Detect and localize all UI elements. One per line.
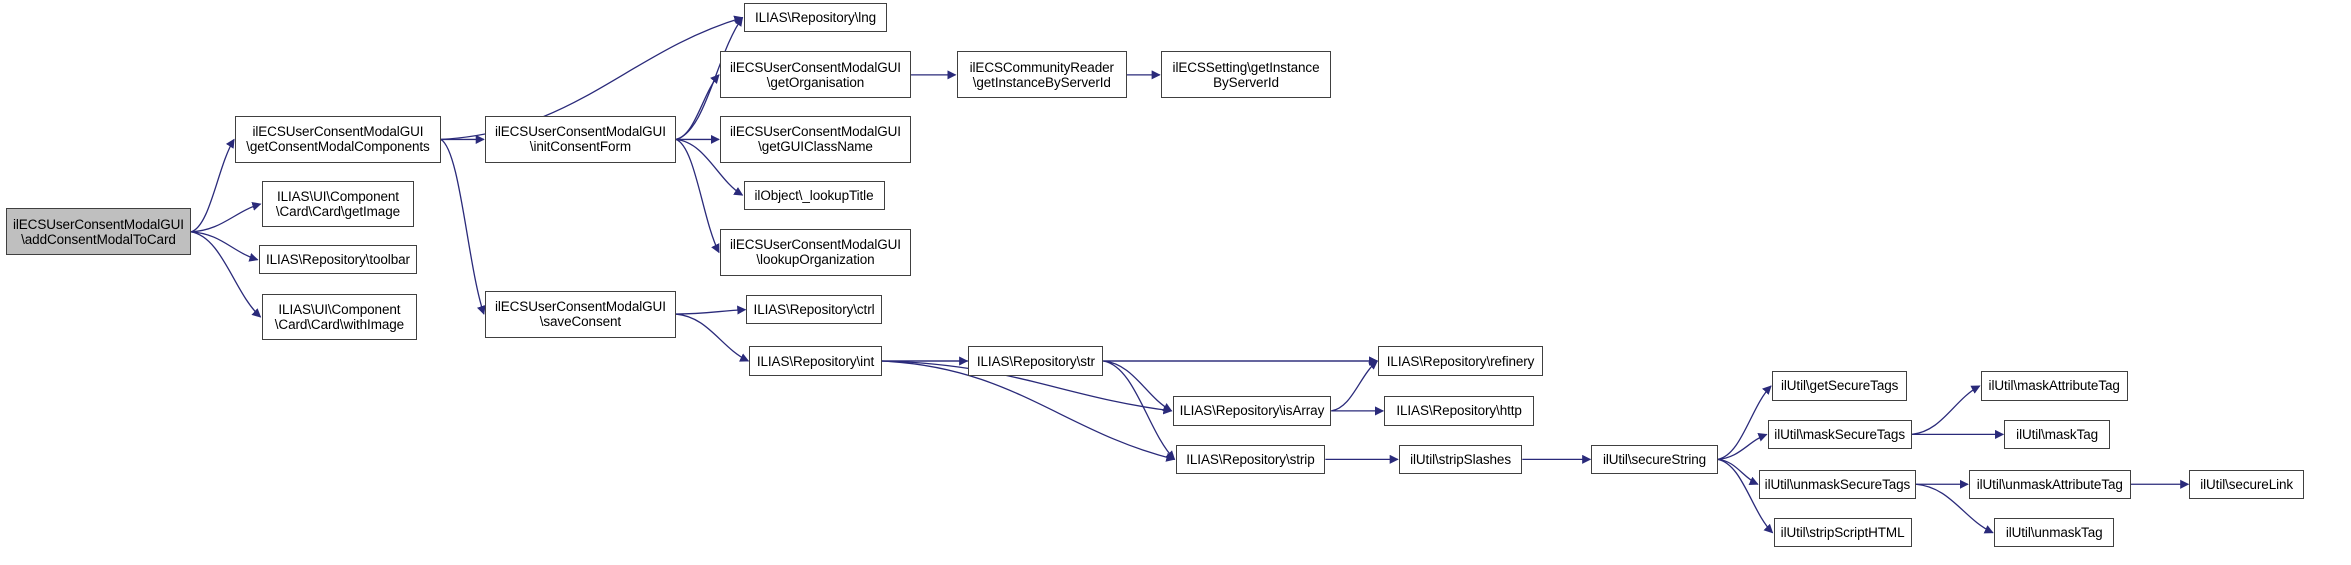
graph-node-stripScriptHTML[interactable]: ilUtil\stripScriptHTML <box>1773 518 1912 548</box>
graph-node-label: ilUtil\maskSecureTags <box>1774 426 1905 442</box>
graph-node-secureLink[interactable]: ilUtil\secureLink <box>2189 469 2304 499</box>
graph-edge-addConsentModalToCard-to-cardGetImage <box>190 201 262 233</box>
graph-node-maskSecureTags[interactable]: ilUtil\maskSecureTags <box>1767 419 1912 450</box>
graph-node-label: ilUtil\maskAttributeTag <box>1988 378 2120 394</box>
graph-edge-maskSecureTags-to-maskAttributeTag <box>1911 385 1981 436</box>
graph-node-label: ilECSUserConsentModalGUI \getOrganisatio… <box>730 59 901 90</box>
graph-node-label: ilUtil\maskTag <box>2016 426 2099 442</box>
graph-node-cardWithImage[interactable]: ILIAS\UI\Component \Card\Card\withImage <box>261 293 418 341</box>
graph-node-label: ilECSUserConsentModalGUI \initConsentFor… <box>494 124 666 155</box>
graph-edge-repoInt-to-repoStrip <box>881 360 1176 462</box>
graph-node-getSecureTags[interactable]: ilUtil\getSecureTags <box>1772 371 1908 401</box>
graph-node-repoToolbar[interactable]: ILIAS\Repository\toolbar <box>258 245 418 275</box>
graph-node-lookupTitle[interactable]: ilObject\_lookupTitle <box>743 180 885 210</box>
graph-node-unmaskAttributeTag[interactable]: ilUtil\unmaskAttributeTag <box>1968 469 2131 499</box>
graph-node-label: ILIAS\Repository\int <box>756 353 875 369</box>
graph-node-repoRefinery[interactable]: ILIAS\Repository\refinery <box>1378 346 1543 376</box>
graph-node-unmaskTag[interactable]: ilUtil\unmaskTag <box>1993 518 2115 548</box>
graph-edge-initConsentForm-to-lookupOrganization <box>675 138 720 254</box>
graph-edge-secureString-to-getSecureTags <box>1717 385 1772 460</box>
graph-edge-secureString-to-maskSecureTags <box>1717 433 1768 460</box>
graph-node-stripSlashes[interactable]: ilUtil\stripSlashes <box>1398 444 1523 474</box>
graph-edge-initConsentForm-to-getOrganisation <box>675 74 720 141</box>
graph-node-maskTag[interactable]: ilUtil\maskTag <box>2004 419 2110 450</box>
graph-node-label: ILIAS\Repository\refinery <box>1386 353 1535 369</box>
graph-node-ecsSetting[interactable]: ilECSSetting\getInstance ByServerId <box>1160 51 1332 99</box>
graph-node-label: ilObject\_lookupTitle <box>754 187 874 203</box>
graph-edge-repoStr-to-repoIsArray <box>1103 360 1173 412</box>
graph-node-unmaskSecureTags[interactable]: ilUtil\unmaskSecureTags <box>1758 469 1917 499</box>
graph-node-getGUIClassName[interactable]: ilECSUserConsentModalGUI \getGUIClassNam… <box>719 115 911 163</box>
graph-node-label: ILIAS\Repository\http <box>1396 403 1522 419</box>
graph-edge-saveConsent-to-repoInt <box>675 313 750 362</box>
graph-node-label: ILIAS\Repository\lng <box>754 10 877 26</box>
graph-node-label: ilUtil\unmaskAttributeTag <box>1976 476 2123 492</box>
graph-node-lookupOrganization[interactable]: ilECSUserConsentModalGUI \lookupOrganiza… <box>719 228 911 276</box>
graph-node-getConsentModalComponents[interactable]: ilECSUserConsentModalGUI \getConsentModa… <box>235 115 441 163</box>
graph-edge-getConsentModalComponents-to-saveConsent <box>440 138 486 315</box>
graph-node-label: ilUtil\unmaskSecureTags <box>1764 476 1911 492</box>
graph-edge-addConsentModalToCard-to-repoToolbar <box>190 231 259 262</box>
graph-node-label: ILIAS\Repository\strip <box>1186 451 1315 467</box>
graph-node-label: ilECSUserConsentModalGUI \getConsentModa… <box>246 124 430 155</box>
graph-node-label: ILIAS\UI\Component \Card\Card\withImage <box>274 301 405 332</box>
graph-node-label: ilUtil\stripScriptHTML <box>1780 525 1905 541</box>
graph-node-maskAttributeTag[interactable]: ilUtil\maskAttributeTag <box>1980 371 2128 401</box>
graph-node-label: ilECSSetting\getInstance ByServerId <box>1172 59 1320 90</box>
graph-edge-addConsentModalToCard-to-getConsentModalComponents <box>190 138 235 233</box>
graph-node-repoHttp[interactable]: ILIAS\Repository\http <box>1384 396 1535 426</box>
graph-node-label: ilUtil\getSecureTags <box>1780 378 1899 394</box>
graph-edge-addConsentModalToCard-to-cardWithImage <box>190 231 262 318</box>
graph-edge-repoStr-to-repoStrip <box>1103 360 1176 460</box>
graph-edge-saveConsent-to-repoCtrl <box>675 305 747 315</box>
graph-node-secureString[interactable]: ilUtil\secureString <box>1591 444 1718 474</box>
graph-edge-repoIsArray-to-repoRefinery <box>1331 360 1378 412</box>
graph-node-repoIsArray[interactable]: ILIAS\Repository\isArray <box>1172 396 1332 426</box>
graph-node-repoCtrl[interactable]: ILIAS\Repository\ctrl <box>746 294 882 325</box>
graph-node-label: ilECSUserConsentModalGUI \addConsentModa… <box>12 216 184 247</box>
graph-node-repoInt[interactable]: ILIAS\Repository\int <box>749 346 882 376</box>
graph-node-label: ilUtil\secureString <box>1602 451 1707 467</box>
graph-node-label: ilECSUserConsentModalGUI \lookupOrganiza… <box>730 237 901 268</box>
graph-node-label: ilUtil\unmaskTag <box>2005 525 2103 541</box>
graph-node-label: ilUtil\secureLink <box>2200 476 2294 492</box>
graph-node-label: ILIAS\Repository\str <box>976 353 1095 369</box>
graph-node-label: ILIAS\Repository\isArray <box>1179 403 1325 419</box>
graph-node-repoLng[interactable]: ILIAS\Repository\lng <box>743 2 888 33</box>
graph-node-cardGetImage[interactable]: ILIAS\UI\Component \Card\Card\getImage <box>261 180 415 228</box>
graph-node-label: ILIAS\Repository\toolbar <box>265 252 410 268</box>
graph-node-saveConsent[interactable]: ilECSUserConsentModalGUI \saveConsent <box>484 290 676 338</box>
graph-node-repoStr[interactable]: ILIAS\Repository\str <box>968 346 1104 376</box>
graph-node-label: ilECSCommunityReader \getInstanceByServe… <box>969 59 1114 90</box>
graph-node-label: ilECSUserConsentModalGUI \getGUIClassNam… <box>730 124 901 155</box>
graph-node-label: ilUtil\stripSlashes <box>1410 451 1511 467</box>
graph-node-label: ILIAS\Repository\ctrl <box>753 302 875 318</box>
graph-node-initConsentForm[interactable]: ilECSUserConsentModalGUI \initConsentFor… <box>484 115 676 163</box>
graph-node-label: ILIAS\UI\Component \Card\Card\getImage <box>275 188 401 219</box>
graph-node-addConsentModalToCard[interactable]: ilECSUserConsentModalGUI \addConsentModa… <box>5 208 192 256</box>
graph-node-repoStrip[interactable]: ILIAS\Repository\strip <box>1175 444 1326 474</box>
graph-node-communityReader[interactable]: ilECSCommunityReader \getInstanceByServe… <box>956 51 1127 99</box>
graph-node-label: ilECSUserConsentModalGUI \saveConsent <box>494 299 666 330</box>
graph-edge-secureString-to-unmaskSecureTags <box>1717 458 1759 486</box>
graph-node-getOrganisation[interactable]: ilECSUserConsentModalGUI \getOrganisatio… <box>719 51 911 99</box>
